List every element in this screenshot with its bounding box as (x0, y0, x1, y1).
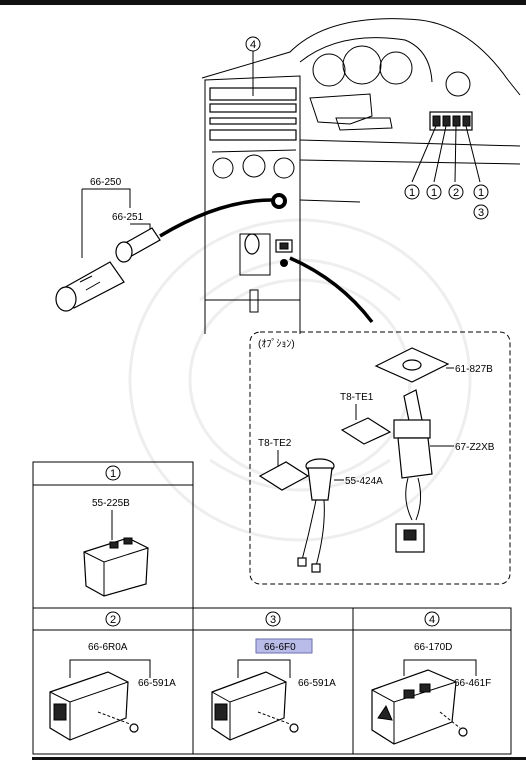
dash-marker-5: 3 (478, 207, 484, 219)
panel-1-number: 1 (110, 468, 116, 480)
option-part-5: 55-424A (345, 476, 383, 487)
top-bar (0, 0, 526, 5)
cigar-part-2: 66-251 (112, 212, 144, 223)
dash-marker-4: 1 (478, 187, 484, 199)
option-header: (ｵﾌﾟｼｮﾝ) (258, 338, 295, 350)
panel-3: 3 66-6F0 66-591A (211, 611, 336, 741)
panel-1-part-1: 55-225B (92, 498, 130, 509)
dash-marker-3: 2 (453, 187, 459, 199)
panel-4: 4 66-170D 66-461F (371, 611, 491, 745)
panel-4-part-2: 66-461F (454, 678, 491, 689)
panel-3-part-1: 66-6F0 (264, 642, 296, 653)
cigar-lighter-group: 66-250 66-251 (55, 177, 273, 312)
option-part-3: T8-TE2 (258, 438, 292, 449)
option-part-1: 61-827B (455, 364, 493, 375)
option-part-4: 67-Z2XB (455, 442, 495, 453)
bottom-panels-frame (32, 607, 512, 755)
cigar-part-1: 66-250 (90, 177, 122, 188)
panel-2-part-2: 66-591A (138, 678, 176, 689)
dash-marker-1: 1 (409, 187, 415, 199)
option-arrow (289, 256, 374, 324)
dash-marker-2: 1 (431, 187, 437, 199)
dashboard-illustration (201, 18, 521, 334)
panel-3-number: 3 (270, 614, 276, 626)
panel-4-part-1: 66-170D (414, 642, 452, 653)
option-box: (ｵﾌﾟｼｮﾝ) 61-827B T8-TE1 T8-TE2 67-Z2XB 5… (249, 331, 511, 585)
hazard-icon (377, 704, 393, 721)
panel-3-part-2: 66-591A (298, 678, 336, 689)
panel-2: 2 66-6R0A 66-591A (49, 611, 176, 741)
bottom-bar (32, 757, 526, 760)
panel-4-number: 4 (429, 614, 435, 626)
top-marker: 4 (250, 39, 256, 51)
panel-2-part-1: 66-6R0A (88, 642, 128, 653)
panel-2-number: 2 (110, 614, 116, 626)
option-part-2: T8-TE1 (340, 392, 374, 403)
highlight-box (255, 638, 313, 654)
dash-marker-leaders: 1 1 2 1 3 (404, 125, 489, 220)
